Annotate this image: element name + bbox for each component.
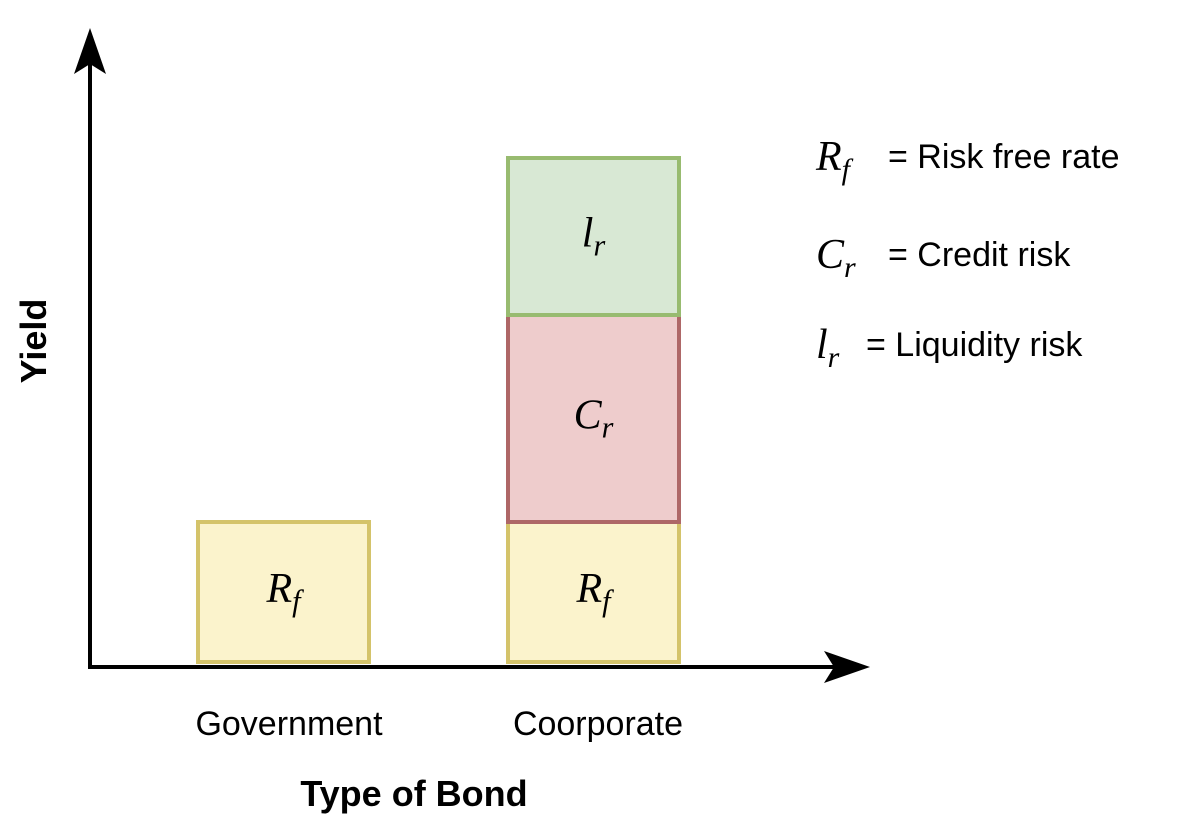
y-axis-arrowhead — [74, 28, 106, 74]
category-label: Government — [195, 705, 383, 743]
legend-text: = Risk free rate — [888, 138, 1119, 176]
y-axis-label: Yield — [13, 299, 54, 384]
legend-item: Cr = Credit risk — [816, 232, 1071, 284]
legend-symbol: lr — [816, 322, 840, 374]
legend-text: = Credit risk — [888, 236, 1071, 274]
category-label: Coorporate — [513, 705, 683, 743]
axes — [74, 28, 870, 683]
legend-item: lr = Liquidity risk — [816, 322, 1083, 374]
bar-segment-lr — [506, 156, 681, 317]
legend-symbol: Cr — [816, 232, 856, 284]
x-axis-arrowhead — [824, 651, 870, 683]
bar-segment-label: lr — [582, 211, 606, 263]
bar-segment-label: Cr — [574, 393, 614, 445]
legend-item: Rf = Risk free rate — [815, 134, 1119, 186]
bar-segment-rf — [506, 520, 681, 664]
bar-segment-rf — [196, 520, 371, 664]
bar-segment-cr — [506, 313, 681, 524]
legend-text: = Liquidity risk — [866, 326, 1083, 364]
x-axis-label: Type of Bond — [300, 773, 527, 814]
legend-symbol: Rf — [815, 134, 854, 186]
